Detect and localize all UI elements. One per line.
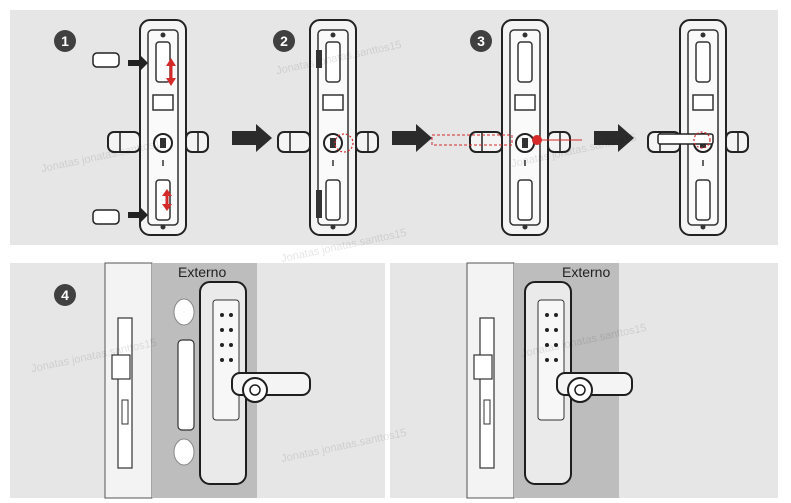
step-arrow-1 bbox=[232, 124, 272, 152]
step-arrow-3 bbox=[594, 124, 634, 152]
step-badge-2: 2 bbox=[273, 30, 295, 52]
step4-lock-diagram bbox=[648, 20, 748, 235]
step2-lock-diagram bbox=[278, 20, 378, 235]
step-badge-4: 4 bbox=[54, 284, 76, 306]
externo-label-left: Externo bbox=[178, 264, 226, 280]
step3-lock-diagram bbox=[432, 20, 582, 235]
door-install-right bbox=[467, 263, 632, 498]
step-badge-1: 1 bbox=[54, 30, 76, 52]
step1-lock-diagram bbox=[93, 20, 208, 235]
externo-label-right: Externo bbox=[562, 264, 610, 280]
door-install-left bbox=[105, 263, 310, 498]
step-arrow-2 bbox=[392, 124, 432, 152]
step-badge-3: 3 bbox=[470, 30, 492, 52]
